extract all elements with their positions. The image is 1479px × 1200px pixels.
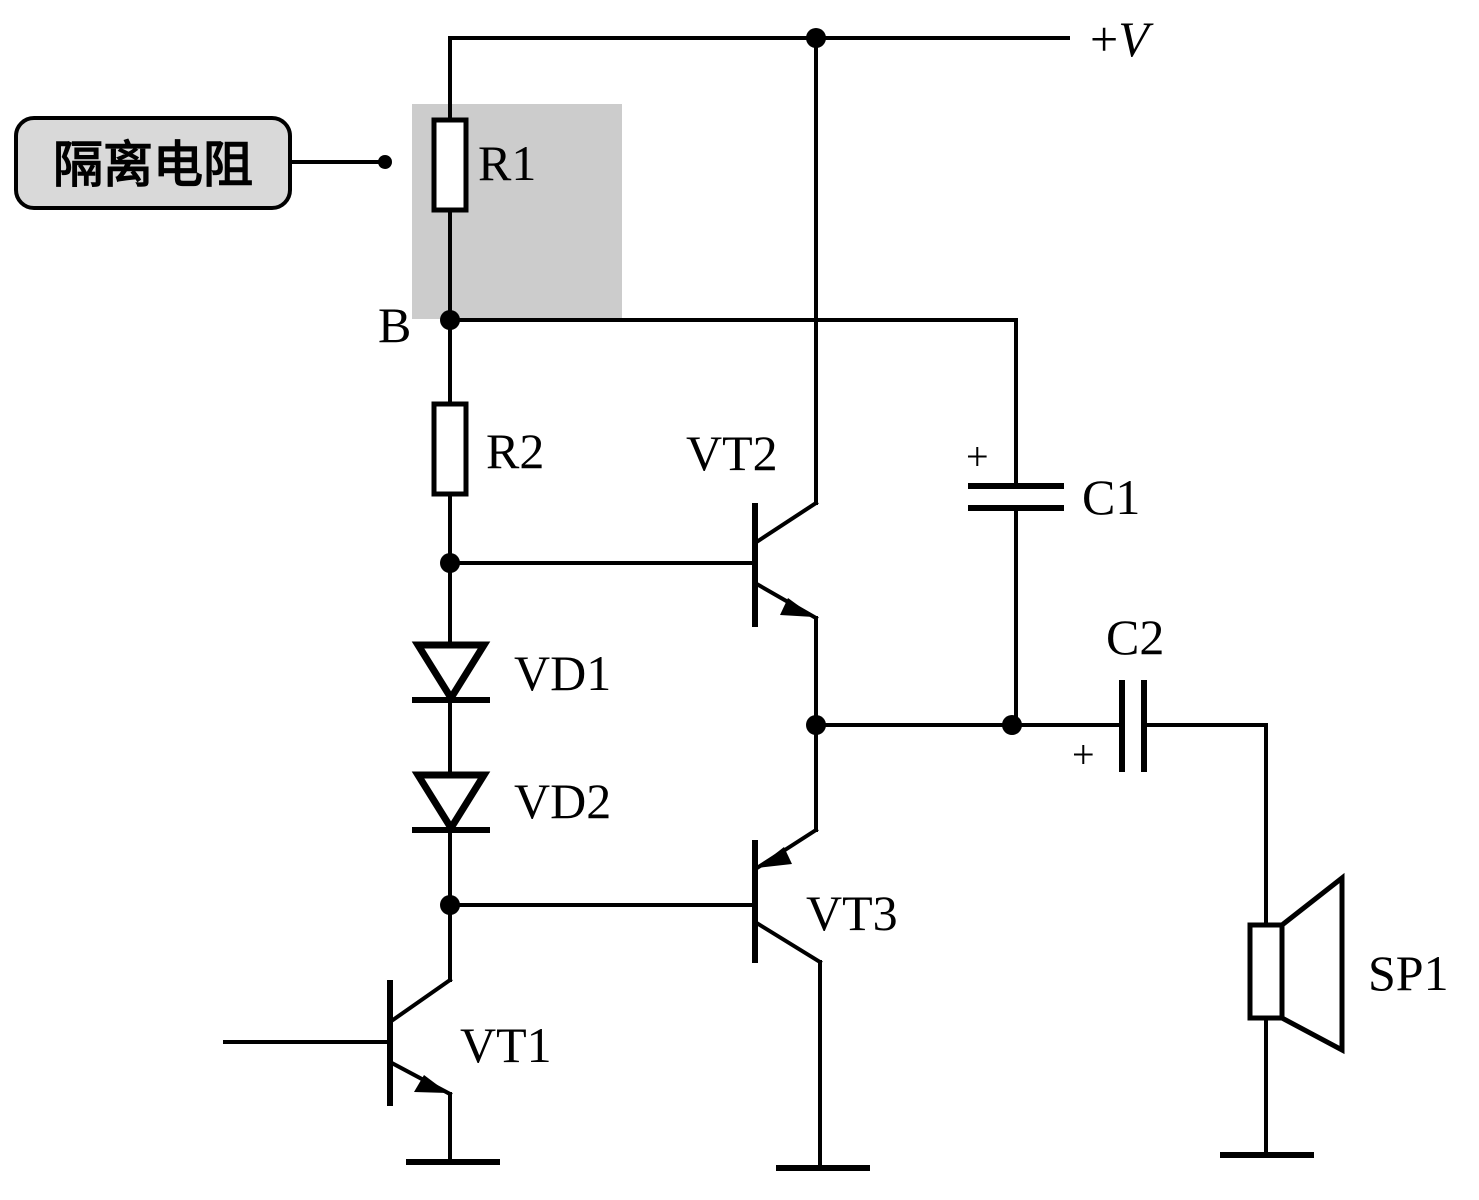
- sp1-label: SP1: [1368, 945, 1449, 1001]
- supply-rail: +V: [448, 11, 1154, 122]
- c1-plus: +: [966, 434, 989, 479]
- transistor-vt2: VT2: [448, 36, 819, 832]
- transistor-vt3: VT3: [448, 827, 898, 1171]
- isolation-resistor-callout: 隔离电阻: [14, 116, 392, 210]
- vd1-label: VD1: [514, 645, 611, 701]
- r2-label: R2: [486, 423, 544, 479]
- vt3-label: VT3: [806, 885, 898, 941]
- capacitor-c1: + C1: [966, 434, 1140, 727]
- diode-vd1: VD1: [411, 641, 611, 777]
- callout-text: 隔离电阻: [53, 136, 253, 194]
- diode-vd2: VD2: [411, 771, 611, 982]
- vt2-label: VT2: [686, 425, 778, 481]
- vd2-label: VD2: [514, 773, 611, 829]
- supply-label: +V: [1090, 11, 1154, 67]
- resistor-r2: R2: [431, 318, 544, 647]
- speaker-sp1: SP1: [1220, 872, 1449, 1158]
- vt1-label: VT1: [460, 1017, 552, 1073]
- c1-label: C1: [1082, 469, 1140, 525]
- capacitor-c2: + C2: [1072, 609, 1268, 927]
- transistor-vt1: VT1: [223, 977, 552, 1165]
- resistor-r1: R1: [431, 117, 536, 322]
- c2-label: C2: [1106, 609, 1164, 665]
- callout-pointer-dot: [378, 155, 392, 169]
- r1-label: R1: [478, 135, 536, 191]
- c2-plus: +: [1072, 732, 1095, 777]
- node-b: B: [378, 297, 1018, 486]
- node-b-label: B: [378, 297, 411, 353]
